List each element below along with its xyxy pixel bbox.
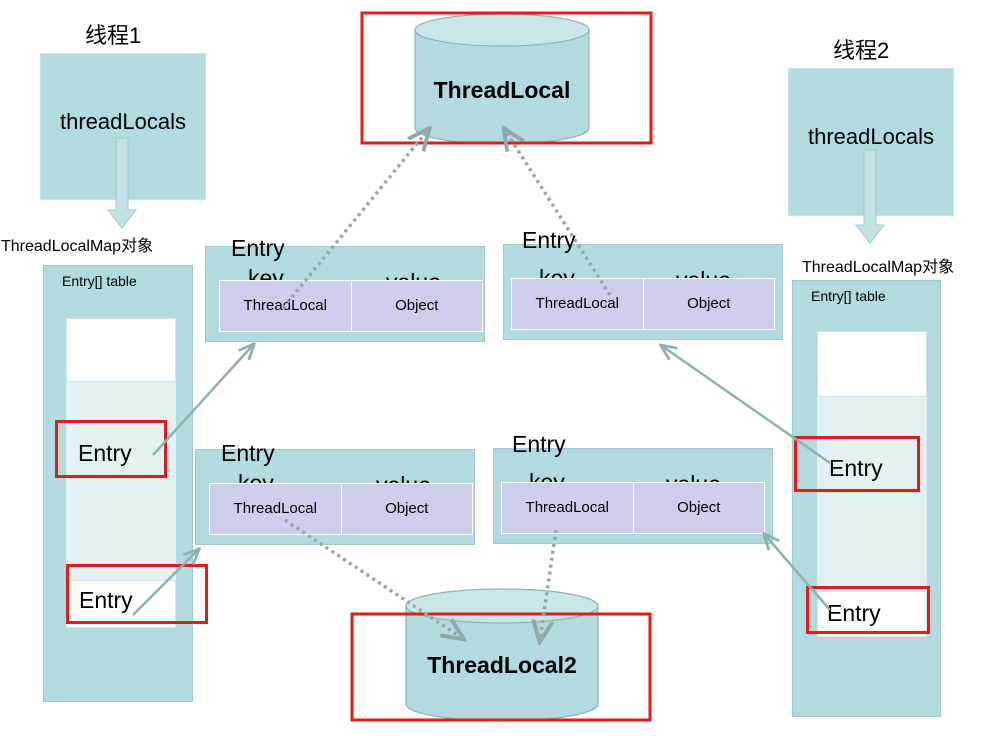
entry-card-title: Entry xyxy=(512,431,566,457)
thread2-entry-table: Entry[] table xyxy=(792,280,941,717)
table-slot xyxy=(817,591,927,637)
arrow-t2-entry2-to-card xyxy=(765,535,831,611)
key-cell: ThreadLocal xyxy=(502,483,634,533)
key-value-row: ThreadLocal Object xyxy=(511,278,775,330)
arrow-t2-entry1-to-card xyxy=(662,346,831,465)
entry-card-top-left: Entry key value ThreadLocal Object xyxy=(205,235,485,342)
table-slot xyxy=(66,540,176,580)
thread2-title: 线程2 xyxy=(833,38,890,63)
dotted-arrow-card2-to-threadlocal xyxy=(505,130,612,296)
entry-card-title: Entry xyxy=(221,440,275,466)
thread1-object: threadLocals xyxy=(40,53,206,200)
threadlocal-label: ThreadLocal xyxy=(433,77,571,103)
entry-card-bottom-right: Entry key value ThreadLocal Object xyxy=(493,431,773,544)
key-cell: ThreadLocal xyxy=(512,279,644,329)
thread1-title: 线程1 xyxy=(85,23,142,48)
thread1-entry-1: Entry xyxy=(78,440,132,466)
thread2-threadlocals-label: threadLocals xyxy=(808,124,934,149)
arrow-t1-entry1-to-card xyxy=(152,345,253,456)
thread2-entry-highlight-2: Entry xyxy=(806,586,930,634)
entry-card-top-right: Entry key value ThreadLocal Object xyxy=(503,227,783,340)
value-cell: Object xyxy=(677,499,721,516)
key-cell: ThreadLocal xyxy=(220,281,352,331)
threadlocal2-highlight xyxy=(350,612,652,722)
thread2-down-arrow xyxy=(854,149,886,244)
value-cell: Object xyxy=(385,500,429,517)
thread2-entry-highlight-1: Entry xyxy=(794,436,920,492)
thread1-entry-highlight-1: Entry xyxy=(55,420,167,478)
arrow-t1-entry2-to-card xyxy=(132,550,198,616)
key-value-row: ThreadLocal Object xyxy=(209,483,473,535)
threadlocal-cylinder xyxy=(414,13,590,145)
thread2-map-caption: ThreadLocalMap对象 xyxy=(802,259,955,276)
thread1-table-caption: Entry[] table xyxy=(62,273,137,289)
entry-card-bottom-left: Entry key value ThreadLocal Object xyxy=(195,440,475,545)
table-slot xyxy=(66,580,176,628)
dotted-arrow-card3-to-threadlocal2 xyxy=(284,518,462,638)
thread1-entry-table: Entry[] table xyxy=(43,265,193,702)
table-slot xyxy=(66,480,176,540)
thread2-entry-1: Entry xyxy=(829,455,883,481)
dotted-arrow-card1-to-threadlocal xyxy=(281,130,428,310)
thread1-entry-2: Entry xyxy=(79,587,133,613)
thread2-entry-2: Entry xyxy=(827,600,881,626)
entry-card-title: Entry xyxy=(231,235,285,261)
thread1-threadlocals-label: threadLocals xyxy=(60,109,186,134)
thread1-down-arrow xyxy=(106,137,138,229)
thread1-map-caption: ThreadLocalMap对象 xyxy=(1,238,154,255)
key-value-row: ThreadLocal Object xyxy=(501,482,765,534)
thread2-table-caption: Entry[] table xyxy=(811,288,886,304)
value-cell: Object xyxy=(395,297,439,314)
value-cell: Object xyxy=(687,295,731,312)
table-slot xyxy=(817,331,927,397)
thread1-entry-highlight-2: Entry xyxy=(66,564,208,624)
table-slot xyxy=(66,318,176,382)
key-value-row: ThreadLocal Object xyxy=(219,280,483,332)
dotted-arrow-card4-to-threadlocal2 xyxy=(540,529,558,640)
table-slot xyxy=(817,497,927,543)
entry-card-title: Entry xyxy=(522,227,576,253)
key-cell: ThreadLocal xyxy=(210,484,342,534)
table-slot xyxy=(66,382,176,480)
table-slot xyxy=(817,397,927,497)
table-slot xyxy=(817,543,927,591)
threadlocal2-label: ThreadLocal2 xyxy=(427,652,577,678)
